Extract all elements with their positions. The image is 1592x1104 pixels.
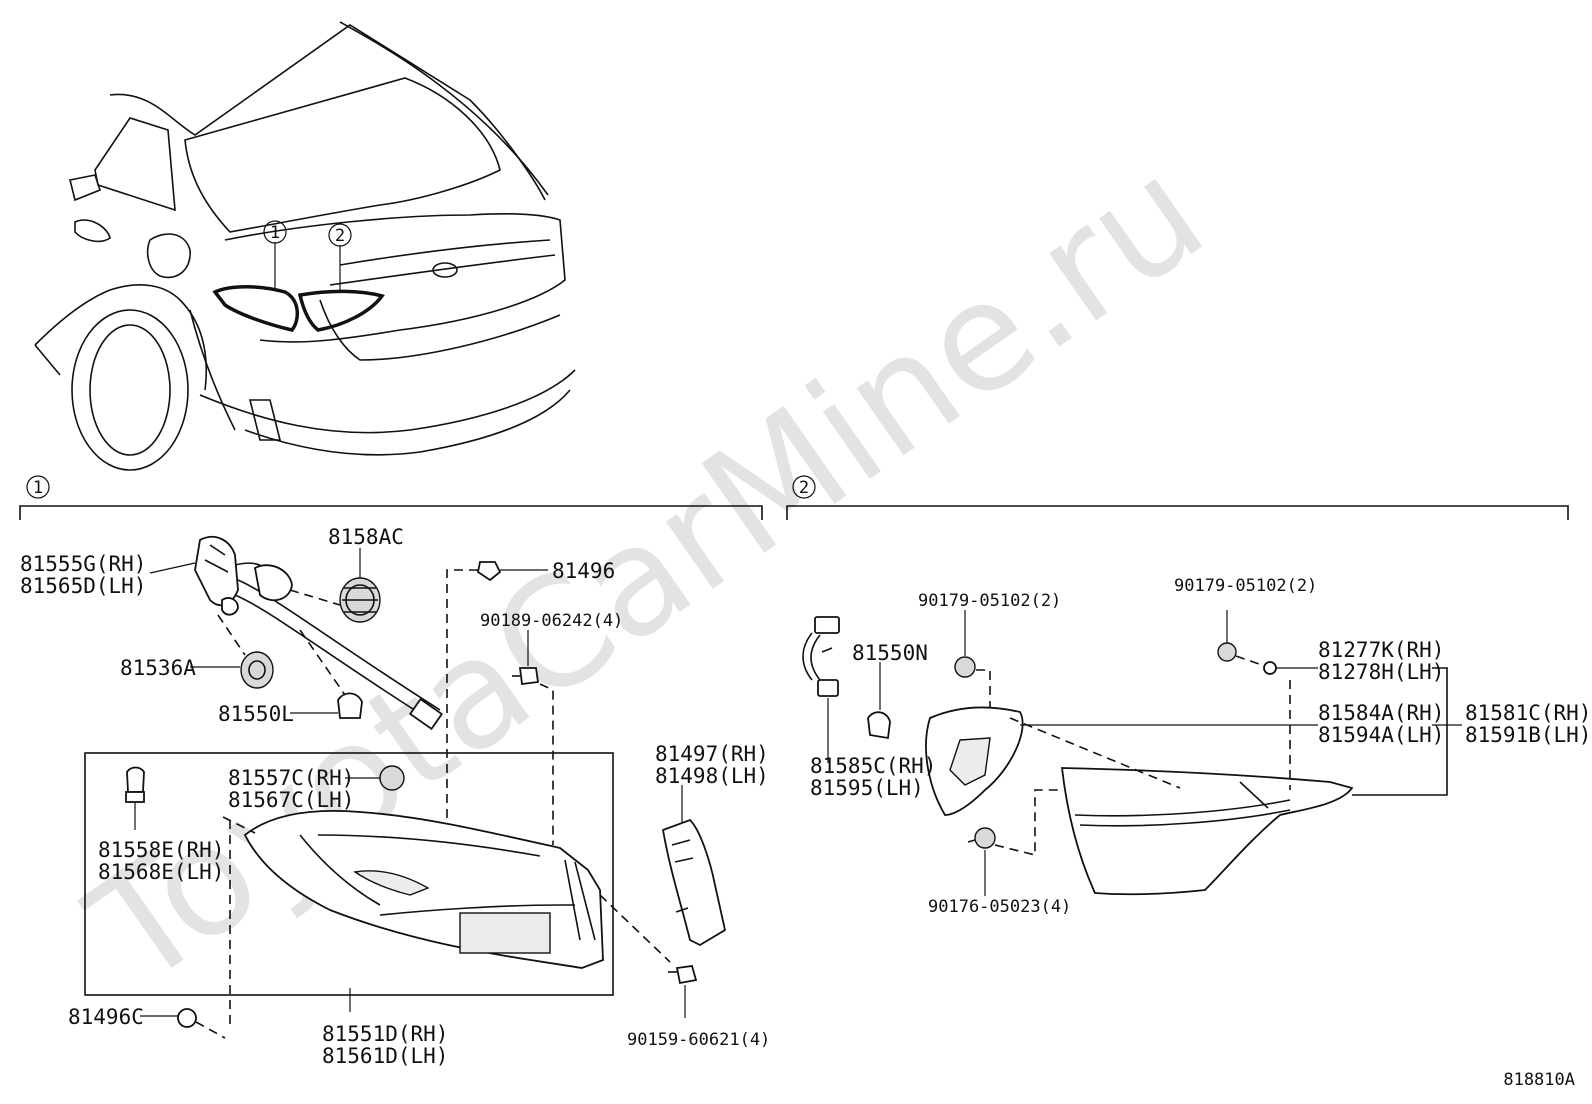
label-81581c-rh: 81581C(RH) [1465, 701, 1591, 725]
label-90159-60621: 90159-60621(4) [627, 1030, 770, 1050]
screw-90159-60621 [668, 965, 698, 985]
nut-81496 [476, 561, 502, 582]
label-90179-05102-b: 90179-05102(2) [1174, 576, 1317, 596]
section-2: 2 [786, 475, 1591, 917]
label-81550n: 81550N [852, 641, 928, 665]
label-81496: 81496 [552, 559, 615, 583]
label-81585c-rh: 81585C(RH) [810, 754, 936, 778]
callout-1-number: 1 [270, 223, 280, 243]
bulb-81558e [125, 766, 145, 803]
bulb-81550n [867, 711, 891, 740]
label-81496c: 81496C [68, 1005, 144, 1029]
lens-81584a [925, 706, 1024, 816]
label-81594a-lh: 81594A(LH) [1318, 723, 1444, 747]
lamp-81551d [243, 810, 604, 969]
callout-1-circle [263, 220, 287, 244]
label-81595-lh: 81595(LH) [810, 776, 924, 800]
callout-2-number: 2 [335, 226, 345, 246]
label-90176-05023: 90176-05023(4) [928, 897, 1071, 917]
section-1-bracket [19, 505, 763, 520]
label-81557c-rh: 81557C(RH) [228, 766, 354, 790]
label-81568e-lh: 81568E(LH) [98, 860, 224, 884]
section-1: 1 [19, 475, 770, 1068]
cover-8158ac [339, 577, 381, 623]
label-81567c-lh: 81567C(LH) [228, 788, 354, 812]
bracket-81497 [661, 818, 727, 947]
label-81277k-rh: 81277K(RH) [1318, 638, 1444, 662]
label-81555g-rh: 81555G(RH) [20, 552, 146, 576]
seal-81557c [379, 765, 405, 791]
section-1-marker: 1 [33, 478, 43, 498]
label-81497-rh: 81497(RH) [655, 742, 769, 766]
clip-90179-b [1217, 642, 1237, 662]
clip-90179-a [954, 656, 976, 678]
screw-90176-05023 [967, 827, 996, 849]
lamp-81581c [1060, 767, 1354, 896]
label-81561d-lh: 81561D(LH) [322, 1044, 448, 1068]
assembly-bracket-line [1352, 667, 1448, 796]
label-81536a: 81536A [120, 656, 196, 680]
label-90189-06242: 90189-06242(4) [480, 611, 623, 631]
lamp-assembly-frame [84, 752, 614, 996]
socket-81277k [1263, 661, 1277, 675]
callout-2-circle [328, 223, 352, 247]
wire-81585c [802, 616, 840, 697]
screw-90189-06242 [512, 667, 540, 686]
section-2-bracket [786, 505, 1569, 520]
section-2-marker: 2 [799, 478, 809, 498]
section-1-marker-circle [26, 475, 50, 499]
label-81558e-rh: 81558E(RH) [98, 838, 224, 862]
diagram-code: 818810A [1503, 1070, 1575, 1090]
car-illustration: 1 2 [34, 21, 576, 471]
wire-harness [194, 535, 444, 731]
nut-81496c [177, 1008, 197, 1028]
section-2-marker-circle [792, 475, 816, 499]
label-8158ac: 8158AC [328, 525, 404, 549]
bulb-81550l [337, 692, 363, 719]
label-81278h-lh: 81278H(LH) [1318, 660, 1444, 684]
label-81584a-rh: 81584A(RH) [1318, 701, 1444, 725]
label-90179-05102-a: 90179-05102(2) [918, 591, 1061, 611]
label-81565d-lh: 81565D(LH) [20, 574, 146, 598]
label-81591b-lh: 81591B(LH) [1465, 723, 1591, 747]
label-81550l: 81550L [218, 702, 294, 726]
socket-81536a [240, 651, 274, 689]
label-81551d-rh: 81551D(RH) [322, 1022, 448, 1046]
label-81498-lh: 81498(LH) [655, 764, 769, 788]
